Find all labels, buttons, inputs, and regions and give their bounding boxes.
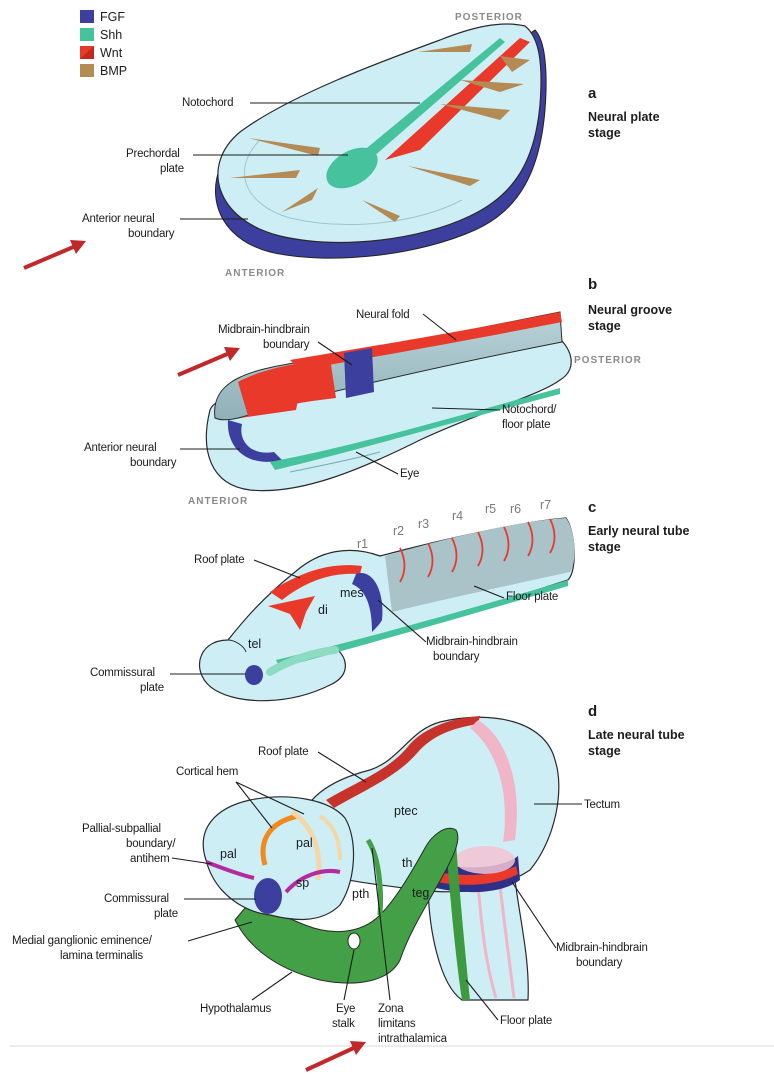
panel-d-zli-label-1: Zona (378, 1003, 404, 1015)
panel-d-hypothalamus-label: Hypothalamus (200, 1003, 272, 1015)
panel-c-mes: mes (340, 586, 364, 600)
panel-a-posterior-label: POSTERIOR (455, 12, 523, 23)
panel-b-mhb-label-2: boundary (263, 339, 310, 351)
panel-a-title-2: stage (588, 126, 621, 140)
panel-d-pallial-label-1: Pallial-subpallial (82, 823, 161, 835)
panel-b-notochord-label-1: Notochord/ (502, 404, 557, 416)
panel-a-anterior-boundary-label-1: Anterior neural (82, 213, 154, 225)
panel-d-pallial-label-3: antihem (130, 853, 170, 865)
legend: FGF Shh Wnt BMP (80, 10, 127, 78)
panel-b-eye-label: Eye (400, 468, 419, 480)
panel-c-r2: r2 (393, 524, 404, 538)
panel-d-pal1: pal (220, 847, 237, 861)
panel-a-notochord-label: Notochord (182, 97, 233, 109)
panel-d-commissural-plate (254, 878, 282, 914)
panel-c-r1: r1 (357, 537, 368, 551)
panel-c-mhb-label-2: boundary (433, 651, 480, 663)
panel-d-mge-label-1: Medial ganglionic eminence/ (12, 935, 153, 947)
panel-b-mhb (344, 348, 374, 398)
panel-b-anterior-label: ANTERIOR (188, 496, 248, 507)
panel-d: pal pal sp pth th teg ptec Roof plate Co… (12, 703, 685, 1045)
panel-c-r4: r4 (452, 509, 463, 523)
annotation-arrow-3 (306, 1041, 366, 1070)
panel-d-mhb-label-1: Midbrain-hindbrain (556, 942, 648, 954)
panel-b-mhb-label-1: Midbrain-hindbrain (218, 324, 310, 336)
panel-d-pal2: pal (296, 836, 313, 850)
panel-d-pth: pth (352, 887, 369, 901)
panel-b-anterior-boundary-label-2: boundary (130, 457, 177, 469)
panel-c-floor-plate-label: Floor plate (506, 591, 558, 603)
panel-d-th: th (402, 856, 412, 870)
panel-a-anterior-boundary-label-2: boundary (128, 228, 175, 240)
panel-d-cortical-hem-label: Cortical hem (176, 766, 238, 778)
panel-d-hypothalamus-leader (252, 972, 292, 1000)
panel-d-title-2: stage (588, 744, 621, 758)
panel-d-ptec: ptec (394, 804, 418, 818)
legend-label-bmp: BMP (100, 64, 127, 78)
panel-d-floor-plate-label: Floor plate (500, 1015, 552, 1027)
panel-b-notochord-label-2: floor plate (502, 419, 550, 431)
panel-d-tectum-label: Tectum (584, 799, 620, 811)
panel-a-title-1: Neural plate (588, 110, 660, 124)
legend-label-wnt: Wnt (100, 46, 123, 60)
panel-c-roof-plate-leader (254, 560, 300, 578)
panel-c-di: di (318, 603, 328, 617)
panel-c-r7: r7 (540, 498, 551, 512)
legend-label-shh: Shh (100, 28, 122, 42)
panel-c-roof-plate-label: Roof plate (194, 554, 244, 566)
legend-swatch-shh (80, 28, 94, 41)
panel-c-r3: r3 (418, 517, 429, 531)
panel-d-letter: d (588, 703, 597, 720)
panel-d-mhb-label-2: boundary (576, 957, 623, 969)
panel-d-mhb-pink (455, 846, 515, 874)
panel-a-letter: a (588, 85, 597, 102)
annotation-arrow-1 (24, 240, 86, 268)
panel-d-eye-stalk-label-2: stalk (332, 1018, 355, 1030)
panel-d-sp: sp (296, 876, 309, 890)
panel-c-tel: tel (248, 637, 261, 651)
panel-c-commissural-label-2: plate (140, 682, 164, 694)
panel-d-eye-stalk (348, 933, 360, 949)
panel-a-prechordal-label-2: plate (160, 163, 184, 175)
panel-a-prechordal-label-1: Prechordal (126, 148, 180, 160)
panel-d-eye-stalk-label-1: Eye (336, 1003, 355, 1015)
panel-c-commissural-plate (245, 665, 263, 685)
annotation-arrow-2 (178, 347, 240, 375)
panel-c-title-1: Early neural tube (588, 524, 689, 538)
panel-a-anterior-label: ANTERIOR (225, 268, 285, 279)
panel-b-title-2: stage (588, 319, 621, 333)
panel-d-zli-label-3: intrathalamica (378, 1033, 448, 1045)
panel-d-commissural-label-2: plate (154, 908, 178, 920)
panel-d-zli-label-2: limitans (378, 1018, 416, 1030)
panel-c-mhb-label-1: Midbrain-hindbrain (426, 636, 518, 648)
panel-d-pallial-label-2: boundary/ (126, 838, 176, 850)
panel-b: Neural fold Midbrain-hindbrain boundary … (84, 276, 672, 507)
panel-c-title-2: stage (588, 540, 621, 554)
panel-b-anterior-boundary-label-1: Anterior neural (84, 442, 156, 454)
panel-b-letter: b (588, 276, 597, 293)
panel-b-posterior-label: POSTERIOR (574, 355, 642, 366)
panel-a: POSTERIOR ANTERIOR Notochord Prechordal … (82, 12, 660, 279)
panel-d-teg: teg (412, 886, 429, 900)
panel-d-commissural-label-1: Commissural (104, 893, 169, 905)
panel-b-title-1: Neural groove (588, 303, 672, 317)
legend-label-fgf: FGF (100, 10, 125, 24)
panel-c: r1 r2 r3 r4 r5 r6 r7 di mes tel Roof pla… (90, 498, 689, 701)
panel-c-letter: c (588, 499, 596, 516)
panel-c-r6: r6 (510, 502, 521, 516)
panel-d-roof-plate-leader (318, 752, 366, 782)
panel-c-commissural-label-1: Commissural (90, 667, 155, 679)
panel-c-r5: r5 (485, 502, 496, 516)
panel-d-roof-plate-label: Roof plate (258, 746, 308, 758)
panel-d-title-1: Late neural tube (588, 728, 685, 742)
panel-b-neural-fold-label: Neural fold (356, 309, 409, 321)
legend-swatch-bmp (80, 64, 94, 77)
panel-d-mge-label-2: lamina terminalis (60, 950, 143, 962)
legend-swatch-fgf (80, 10, 94, 23)
